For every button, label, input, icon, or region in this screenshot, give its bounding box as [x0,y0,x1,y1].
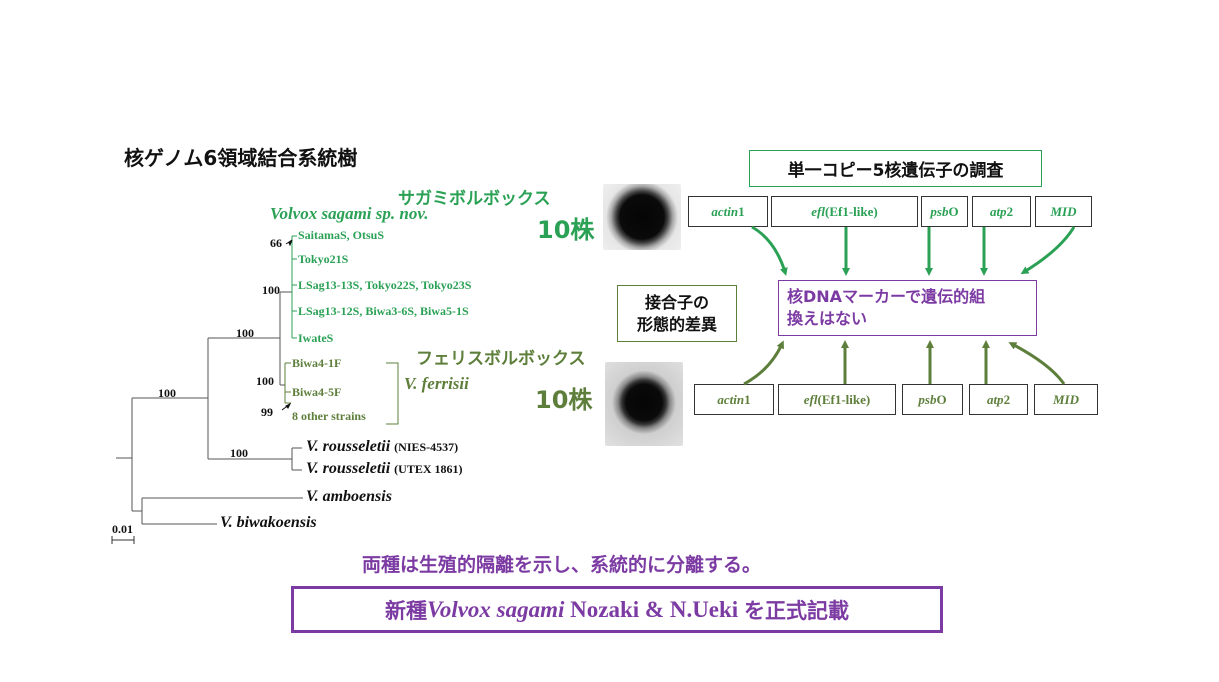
conclusion-text: 両種は生殖的隔離を示し、系統的に分離する。 [362,550,761,577]
banner-latin: Volvox sagami [427,597,564,623]
arrow-bottom-actin1 [744,344,782,384]
banner-suffix: を正式記載 [744,595,849,625]
arrow-top-mid [1024,227,1074,272]
banner-prefix: 新種 [385,595,427,625]
arrow-bottom-mid [1012,344,1064,384]
banner-authors: Nozaki & N.Ueki [564,597,744,623]
arrow-top-actin1 [752,227,785,272]
